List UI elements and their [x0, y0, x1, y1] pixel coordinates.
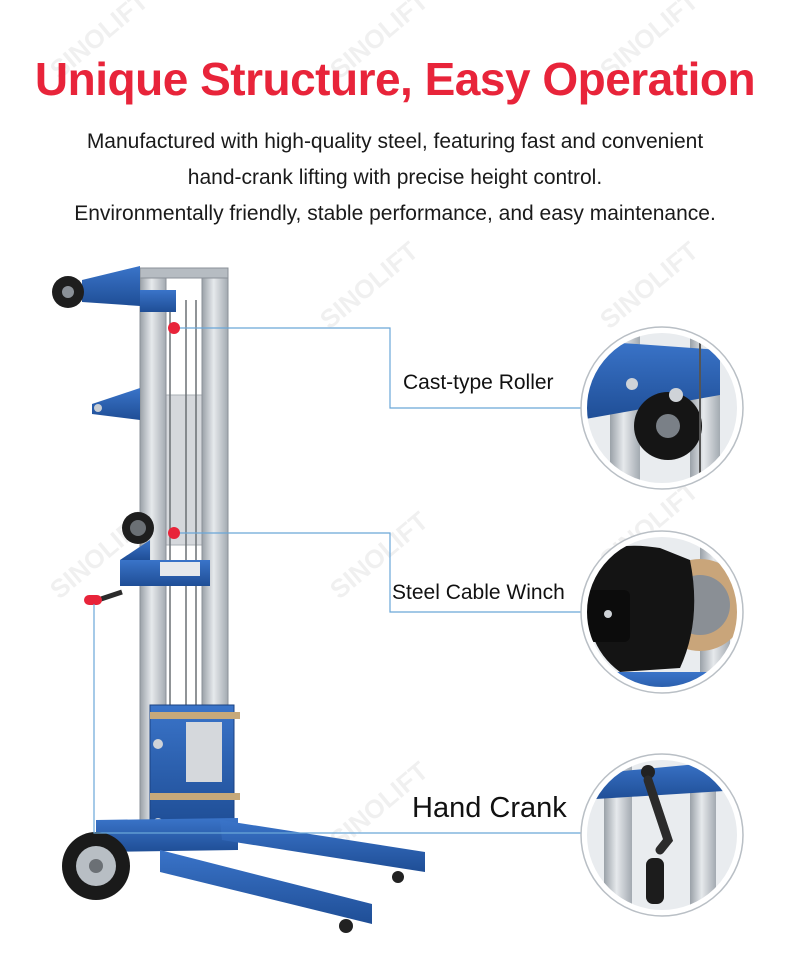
marker-roller	[168, 322, 180, 334]
detail-hand-crank	[580, 753, 744, 917]
callout-lines	[93, 327, 584, 834]
material-lift	[52, 266, 425, 933]
callout-hand-crank: Hand Crank	[412, 792, 567, 824]
description-line-2: hand-crank lifting with precise height c…	[187, 166, 603, 189]
crank-handle	[84, 595, 102, 605]
page-title: Unique Structure, Easy Operation	[34, 53, 756, 105]
description-line-1: Manufactured with high-quality steel, fe…	[86, 130, 704, 153]
marker-winch	[168, 527, 180, 539]
description-line-3: Environmentally friendly, stable perform…	[74, 202, 716, 225]
detail-winch	[580, 530, 744, 694]
callout-cast-type-roller: Cast-type Roller	[403, 371, 554, 394]
detail-roller	[580, 326, 744, 490]
callout-steel-cable-winch: Steel Cable Winch	[392, 581, 565, 604]
